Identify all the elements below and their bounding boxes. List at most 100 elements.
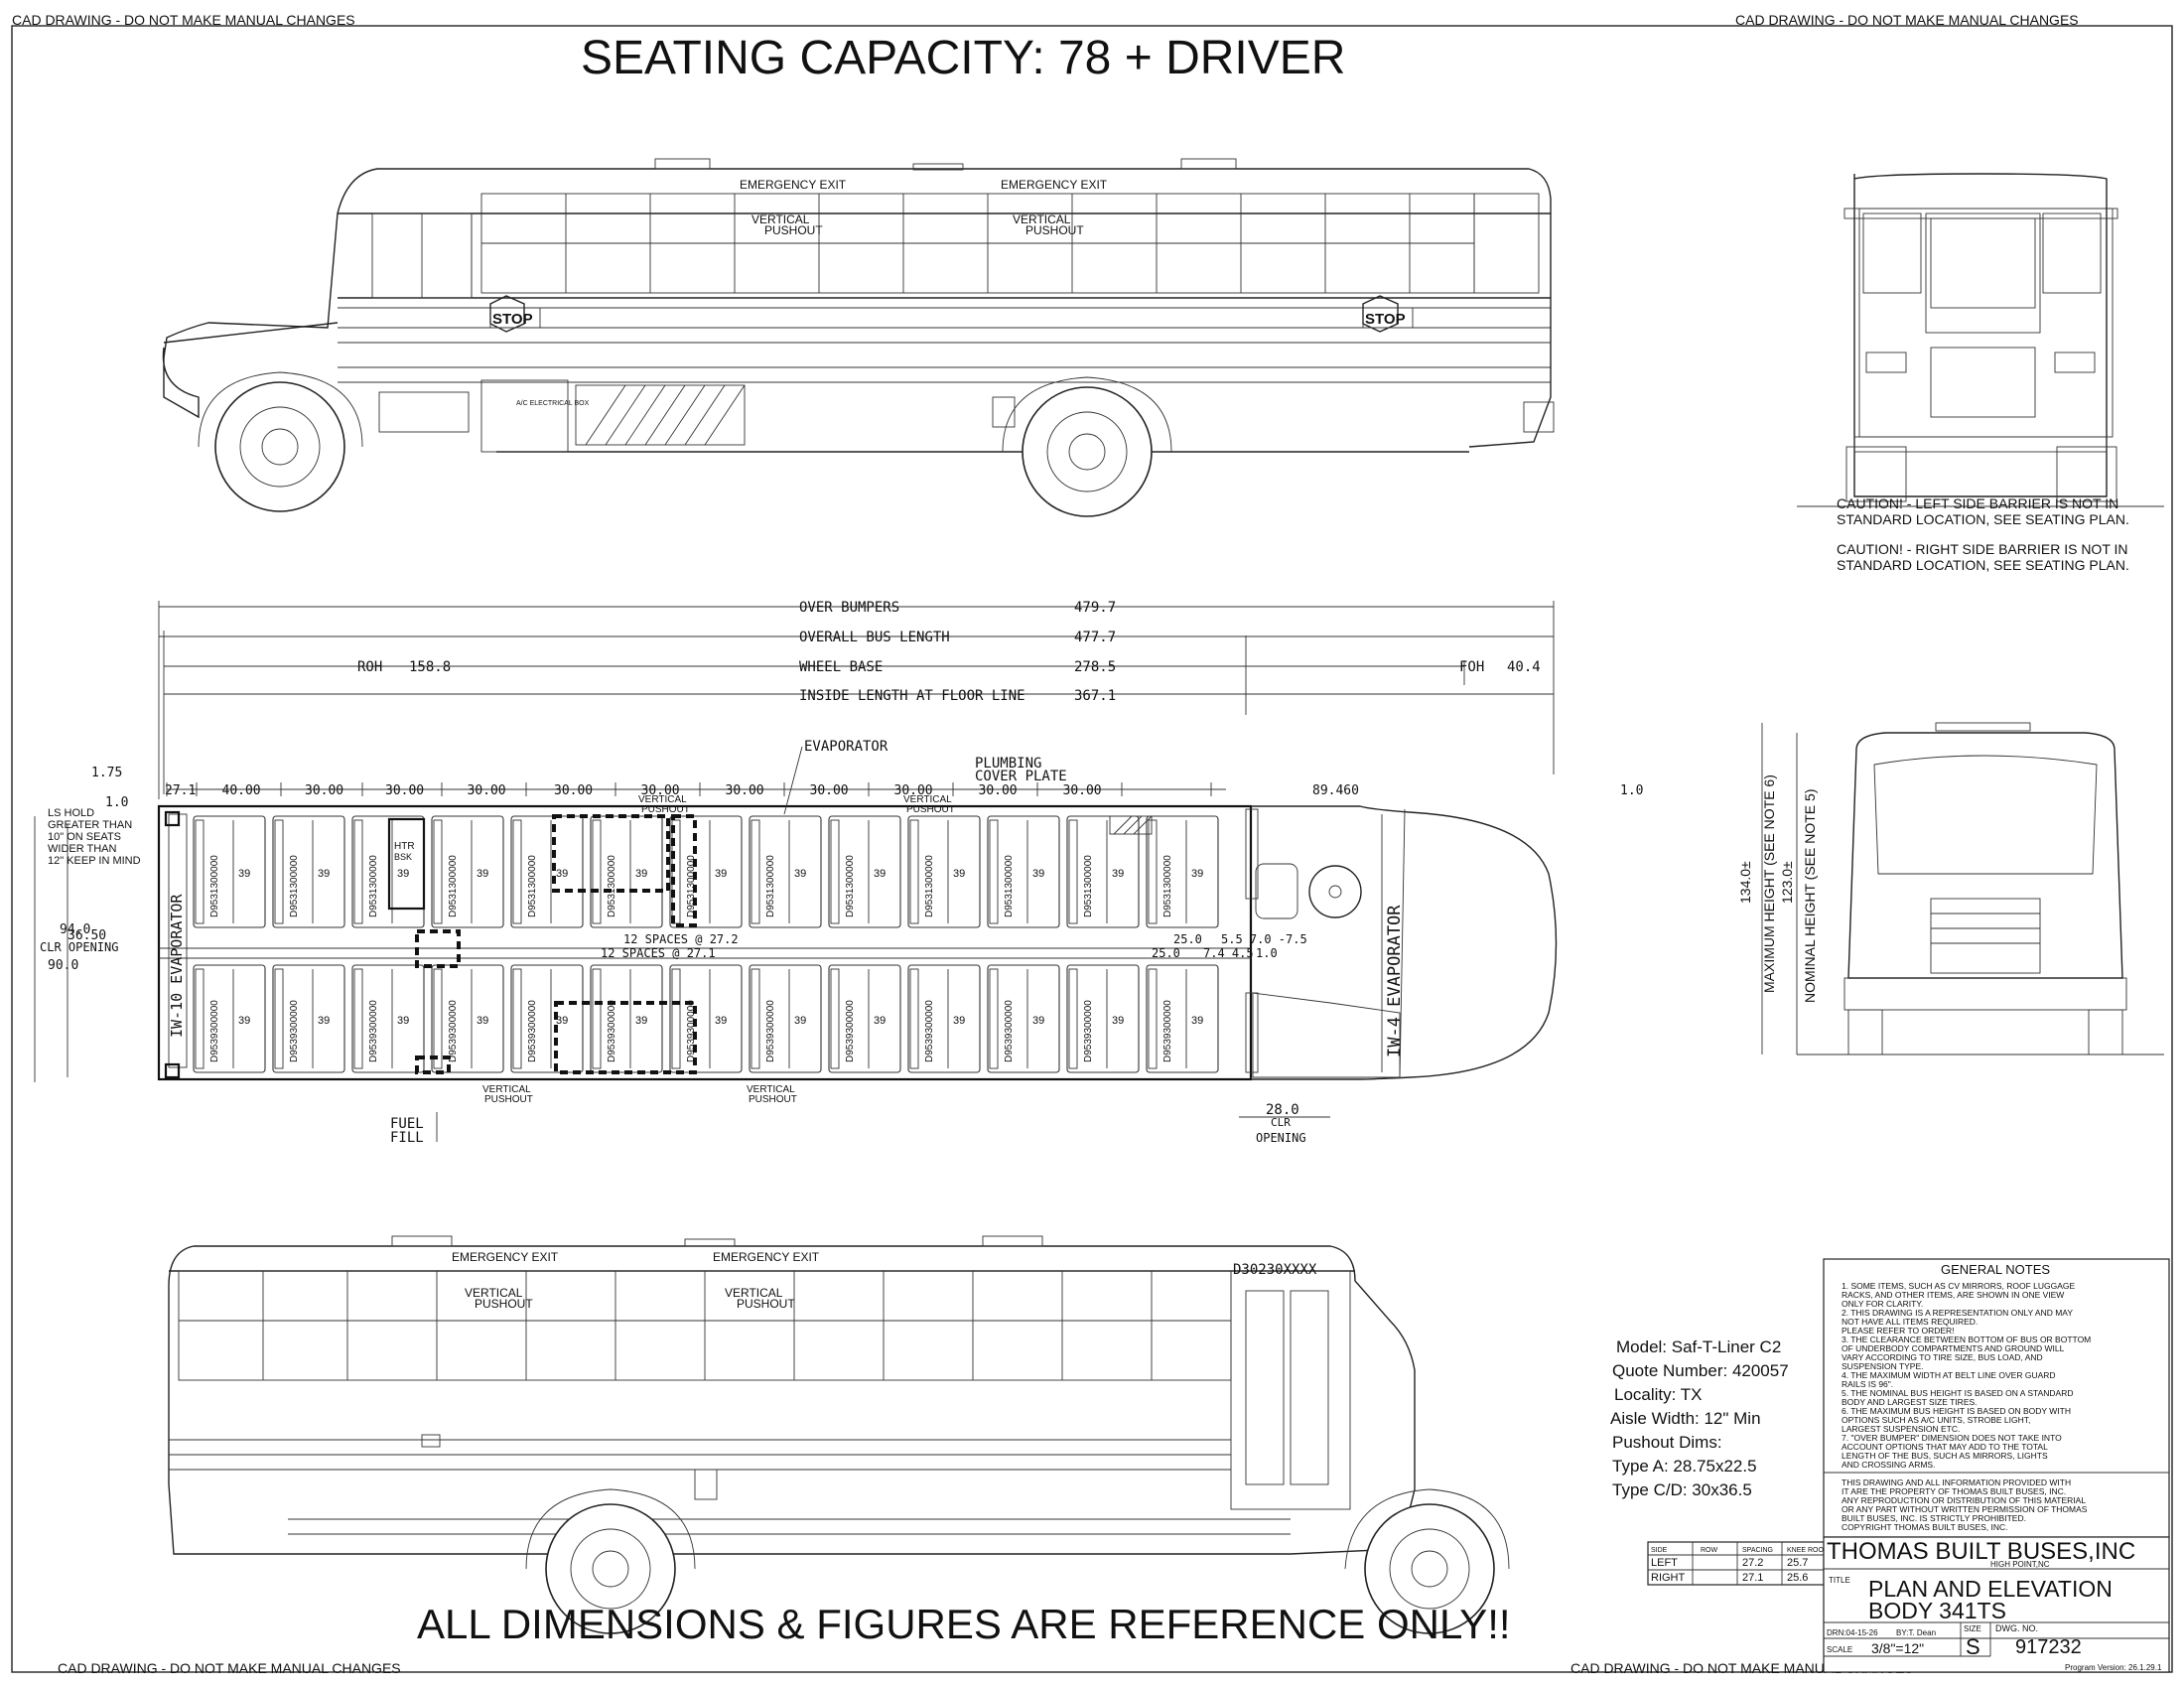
caution-left-2: STANDARD LOCATION, SEE SEATING PLAN. xyxy=(1837,511,2129,527)
general-note-line: OPTIONS SUCH AS A/C UNITS, STROBE LIGHT, xyxy=(1842,1415,2030,1425)
svg-text:1.0: 1.0 xyxy=(1256,946,1278,960)
svg-text:PUSHOUT: PUSHOUT xyxy=(484,1094,533,1105)
svg-text:CLR: CLR xyxy=(1271,1116,1291,1129)
driver-seat xyxy=(1255,863,1298,919)
svg-text:BSK: BSK xyxy=(394,852,412,862)
table-cell: 25.6 xyxy=(1787,1572,1808,1584)
svg-text:BY:T. Dean: BY:T. Dean xyxy=(1896,1628,1936,1637)
spec-type-a: Type A: 28.75x22.5 xyxy=(1612,1457,1757,1476)
overall-length-label: OVERALL BUS LENGTH xyxy=(799,630,950,645)
seat-code: D9531300000 xyxy=(765,855,776,917)
emergency-exit-bottom-1: EMERGENCY EXIT xyxy=(452,1250,559,1264)
caution-left-1: CAUTION! - LEFT SIDE BARRIER IS NOT IN xyxy=(1837,495,2118,511)
general-note-line: ACCOUNT OPTIONS THAT MAY ADD TO THE TOTA… xyxy=(1842,1442,2048,1452)
company-name: THOMAS BUILT BUSES,INC xyxy=(1827,1538,2135,1565)
emergency-exit-label-1: EMERGENCY EXIT xyxy=(740,178,847,192)
fuel-fill-label-2: FILL xyxy=(390,1130,424,1146)
spaces-right-label: 12 SPACES @ 27.1 xyxy=(601,946,716,960)
front-view xyxy=(1761,722,2164,1055)
general-note-line: OF UNDERBODY COMPARTMENTS AND GROUND WIL… xyxy=(1842,1343,2065,1353)
svg-text:10" ON SEATS: 10" ON SEATS xyxy=(48,831,121,843)
table-header: ROW xyxy=(1701,1547,1718,1554)
wheel-base-label: WHEEL BASE xyxy=(799,659,883,675)
seat-code: D9531300000 xyxy=(607,855,617,917)
seat-code: D9539300000 xyxy=(1162,1000,1173,1062)
seat-number: 39 xyxy=(397,1015,409,1027)
over-bumpers-value: 479.7 xyxy=(1074,600,1116,616)
general-note-line: 5. THE NOMINAL BUS HEIGHT IS BASED ON A … xyxy=(1842,1388,2074,1398)
property-notice-lines: THIS DRAWING AND ALL INFORMATION PROVIDE… xyxy=(1842,1477,2088,1532)
overall-length-value: 477.7 xyxy=(1074,630,1116,645)
seat-code: D9539300000 xyxy=(209,1000,220,1062)
specs-block: Model: Saf-T-Liner C2 Quote Number: 4200… xyxy=(1610,1337,1789,1499)
windows-row-top xyxy=(480,193,1475,294)
dim-1-75: 1.75 xyxy=(91,766,122,780)
general-notes-box: GENERAL NOTES 1. SOME ITEMS, SUCH AS CV … xyxy=(1823,1258,2170,1538)
seat-number: 39 xyxy=(238,868,250,880)
emergency-exit-label-2: EMERGENCY EXIT xyxy=(1001,178,1108,192)
spec-aisle: Aisle Width: 12" Min xyxy=(1610,1409,1761,1428)
seat-code: D9539300000 xyxy=(924,1000,935,1062)
svg-text:DWG. NO.: DWG. NO. xyxy=(1995,1623,2038,1633)
seat-number: 39 xyxy=(318,1015,330,1027)
plan-body-outline xyxy=(157,804,1253,1081)
table-header: SIDE xyxy=(1651,1547,1668,1554)
row-spacing-value: 40.00 xyxy=(222,783,261,798)
svg-text:PUSHOUT: PUSHOUT xyxy=(475,1297,533,1311)
drawing-title-1: PLAN AND ELEVATION xyxy=(1868,1576,2113,1602)
max-height-label: MAXIMUM HEIGHT (SEE NOTE 6) xyxy=(1761,774,1777,993)
spaces-left-label: 12 SPACES @ 27.2 xyxy=(623,932,739,946)
plumbing-label-2: COVER PLATE xyxy=(975,769,1067,784)
seat-number: 39 xyxy=(477,1015,488,1027)
front-wheel-bottom xyxy=(1364,1503,1495,1634)
general-note-line: RACKS, AND OTHER ITEMS, ARE SHOWN IN ONE… xyxy=(1842,1290,2064,1300)
nominal-height-value: 123.0± xyxy=(1779,861,1795,904)
size-value: S xyxy=(1966,1634,1980,1659)
general-note-line: LARGEST SUSPENSION ETC. xyxy=(1842,1424,1960,1434)
cad-notice-bottom-left: CAD DRAWING - DO NOT MAKE MANUAL CHANGES xyxy=(58,1660,401,1676)
table-cell: 25.7 xyxy=(1787,1557,1808,1569)
cad-notice-top-left: CAD DRAWING - DO NOT MAKE MANUAL CHANGES xyxy=(12,12,355,28)
seat-code: D9539300000 xyxy=(765,1000,776,1062)
seat-code: D9531300000 xyxy=(289,855,300,917)
row-spacing-value: 30.00 xyxy=(726,783,764,798)
front-gap-value: 89.460 xyxy=(1312,783,1359,798)
row-spacing-value: 27.1 xyxy=(165,783,196,798)
dim-90-0: 90.0 xyxy=(48,958,78,973)
svg-text:TITLE: TITLE xyxy=(1829,1576,1850,1585)
svg-text:12" KEEP IN MIND: 12" KEEP IN MIND xyxy=(48,855,141,867)
row-spacing-value: 30.00 xyxy=(468,783,506,798)
seat-number: 39 xyxy=(715,1015,727,1027)
seat-code: D9531300000 xyxy=(209,855,220,917)
seat-code: D9539300000 xyxy=(845,1000,856,1062)
seat-number: 39 xyxy=(874,868,886,880)
wheel-base-value: 278.5 xyxy=(1074,659,1116,675)
row-spacing-value: 30.00 xyxy=(894,783,933,798)
pushout-area-left-2 xyxy=(671,814,697,927)
heater xyxy=(387,817,426,911)
spec-quote: Quote Number: 420057 xyxy=(1612,1361,1789,1380)
svg-text:STOP: STOP xyxy=(1365,311,1406,328)
general-note-line: VARY ACCORDING TO TIRE SIZE, BUS LOAD, A… xyxy=(1842,1352,2043,1362)
scale-value: 3/8"=12" xyxy=(1871,1640,1924,1656)
rear-wheel-bottom xyxy=(545,1503,676,1634)
seat-code: D9539300000 xyxy=(289,1000,300,1062)
seat-code: D9531300000 xyxy=(924,855,935,917)
svg-text:PUSHOUT: PUSHOUT xyxy=(641,804,690,815)
front-bumper xyxy=(162,347,200,419)
bottom-body-outline xyxy=(168,1245,1416,1555)
seat: D9539300000 39 xyxy=(272,964,345,1073)
plan-front-outline xyxy=(1251,805,1558,1080)
seat-number: 39 xyxy=(953,1015,965,1027)
seat-number: 39 xyxy=(794,1015,806,1027)
svg-text:7.4 4.5: 7.4 4.5 xyxy=(1203,946,1254,960)
